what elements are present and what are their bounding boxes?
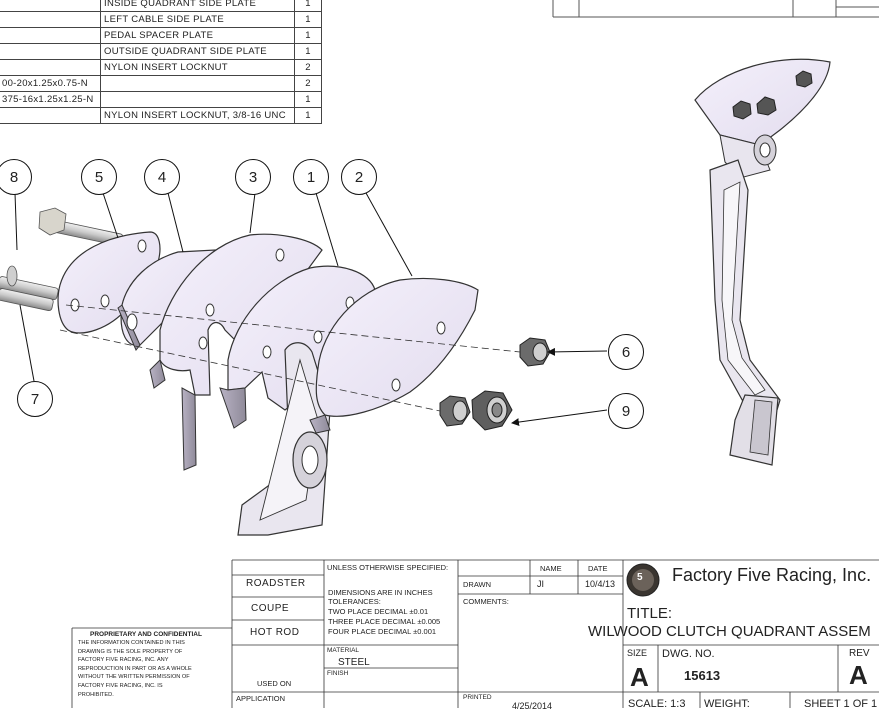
printed-label: PRINTED (463, 694, 492, 701)
weight-label: WEIGHT: (704, 698, 750, 710)
application-label: APPLICATION (236, 694, 286, 703)
confidential-heading: PROPRIETARY AND CONFIDENTIAL (90, 631, 202, 638)
locknut-9-small (439, 395, 471, 427)
title-label: TITLE: (627, 605, 673, 622)
balloon-4: 4 (144, 159, 180, 195)
variant-hot-rod: HOT ROD (250, 627, 300, 638)
name-header: NAME (540, 564, 562, 573)
rev-value: A (849, 660, 868, 690)
confidential-line: REPRODUCTION IN PART OR AS A WHOLE (78, 665, 192, 672)
comments-label: COMMENTS: (463, 597, 509, 606)
confidential-line: FACTORY FIVE RACING, INC. ANY (78, 657, 169, 664)
company-name: Factory Five Racing, Inc. (672, 565, 872, 585)
factory-five-logo (626, 563, 660, 597)
balloon-9: 9 (608, 393, 644, 429)
scale-label: SCALE: 1:3 (628, 698, 686, 710)
material-label: MATERIAL (327, 647, 360, 654)
used-on-label: USED ON (257, 679, 292, 688)
assembled-pedal (694, 58, 831, 466)
size-label: SIZE (627, 648, 648, 658)
confidential-line: WITHOUT THE WRITTEN PERMISSION OF (78, 674, 190, 681)
assembly-centerlines (59, 304, 521, 412)
confidential-line: DRAWING IS THE SOLE PROPERTY OF (78, 648, 183, 655)
title-block-grid (71, 559, 879, 708)
dimensions-note: DIMENSIONS ARE IN INCHES (328, 588, 433, 597)
balloon-8: 8 (0, 159, 32, 195)
drawn-date: 10/4/13 (585, 579, 616, 589)
plate-3 (149, 233, 323, 471)
bolt-short (0, 265, 59, 312)
locknut-9 (471, 390, 513, 431)
balloon-2: 2 (341, 159, 377, 195)
plate-1 (219, 265, 376, 429)
size-value: A (630, 662, 649, 692)
printed-date: 4/25/2014 (512, 701, 553, 711)
locknut-6 (519, 337, 551, 367)
bom-description: NYLON INSERT LOCKNUT, 3/8-16 UNC (100, 107, 295, 124)
balloon-5: 5 (81, 159, 117, 195)
confidential-line: PROHIBITED. (78, 691, 114, 698)
balloon-3: 3 (235, 159, 271, 195)
dwg-no-label: DWG. NO. (662, 648, 715, 660)
confidential-line: THE INFORMATION CONTAINED IN THIS (78, 640, 185, 646)
drawn-name: JI (537, 579, 545, 589)
tolerances-label: TOLERANCES: (328, 597, 381, 606)
bom-qty: 1 (294, 11, 322, 28)
revision-table (552, 0, 879, 18)
finish-label: FINISH (327, 670, 349, 677)
pedal-arm (237, 342, 331, 536)
tolerance-four-place: FOUR PLACE DECIMAL ±0.001 (328, 627, 437, 636)
balloon-1: 1 (293, 159, 329, 195)
balloon-7: 7 (17, 381, 53, 417)
variant-roadster: ROADSTER (246, 578, 306, 589)
sheet-label: SHEET 1 OF 1 (804, 698, 878, 710)
plate-2 (309, 277, 479, 434)
material-value: STEEL (338, 657, 370, 668)
confidential-line: FACTORY FIVE RACING, INC. IS (78, 683, 163, 689)
unless-specified: UNLESS OTHERWISE SPECIFIED: (327, 563, 449, 572)
leader-lines (14, 192, 608, 427)
dwg-no-value: 15613 (684, 668, 721, 683)
balloon-6: 6 (608, 334, 644, 370)
drawn-label: DRAWN (463, 580, 492, 589)
date-header: DATE (588, 564, 608, 573)
bom-qty: 1 (294, 107, 322, 124)
bolt-long (38, 207, 124, 247)
tolerance-three-place: THREE PLACE DECIMAL ±0.005 (328, 617, 441, 626)
logo-number: 5 (637, 572, 643, 583)
tolerance-two-place: TWO PLACE DECIMAL ±0.01 (328, 607, 429, 616)
rev-label: REV (849, 648, 870, 659)
drawing-title: WILWOOD CLUTCH QUADRANT ASSEM (588, 623, 871, 640)
variant-coupe: COUPE (251, 603, 290, 614)
